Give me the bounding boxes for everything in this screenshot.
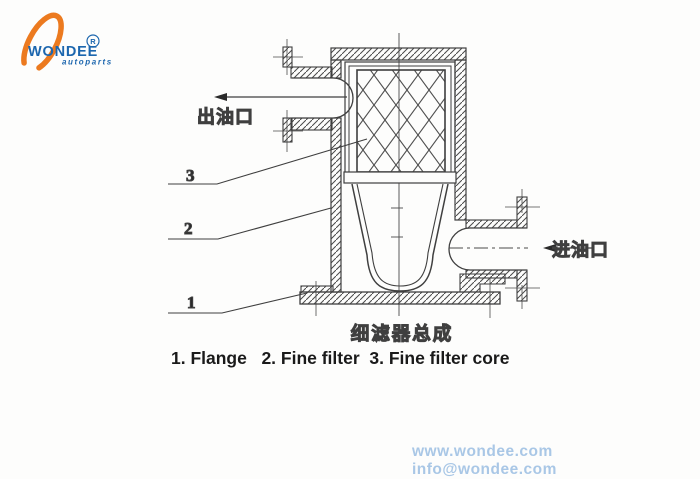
caption-cn: 细滤器总成 <box>351 323 454 345</box>
outlet-pipe-bottom-wall <box>290 117 333 131</box>
svg-text:3: 3 <box>186 166 195 185</box>
housing-left-wall <box>330 117 342 293</box>
svg-text:R: R <box>90 37 96 46</box>
outlet-pipe-bore <box>292 77 354 119</box>
callout-1: 1 <box>168 292 308 314</box>
center-marks <box>391 207 403 238</box>
logo-brand-text: WONDEE <box>28 44 98 60</box>
inlet-pipe-top-wall <box>465 219 518 229</box>
outlet-label: 出油口 <box>197 106 254 127</box>
filter-cup <box>351 183 449 292</box>
callout-2: 2 <box>168 207 332 240</box>
core-support-plate <box>343 171 457 184</box>
inlet-label: 进油口 <box>552 239 609 260</box>
bottom-flange <box>299 291 501 305</box>
callout-3: 3 <box>168 138 368 186</box>
inlet-arrow <box>543 244 593 252</box>
outlet-port <box>273 39 354 152</box>
caption-en: 1. Flange 2. Fine filter 3. Fine filter … <box>171 348 510 368</box>
flange-bolt-centerlines <box>315 278 491 318</box>
website-link[interactable]: www.wondee.com <box>412 443 553 460</box>
filter-core-mesh <box>356 69 446 173</box>
housing-bottom-right-step <box>459 273 506 293</box>
outlet-pipe-top-wall <box>290 66 333 79</box>
email-link[interactable]: info@wondee.com <box>412 461 557 478</box>
outlet-arrow <box>214 93 347 101</box>
inlet-flange-centerlines <box>505 189 540 309</box>
footer: www.wondee.com info@wondee.com <box>412 443 700 479</box>
registered-mark-icon: R <box>86 34 100 48</box>
logo-swoosh-icon <box>21 12 64 74</box>
filter-assembly-drawing: 出油口 进油口 3 2 1 细滤器总成 <box>168 33 609 346</box>
svg-text:1: 1 <box>187 293 196 312</box>
svg-text:2: 2 <box>184 219 193 238</box>
outlet-flange-centerlines <box>273 39 303 152</box>
inlet-pipe-bore <box>448 227 527 271</box>
cover-plate <box>330 47 467 61</box>
bottom-flange-lip <box>300 285 334 293</box>
outlet-flange-bottom <box>282 117 293 143</box>
wondee-logo: WONDEE R autoparts <box>21 12 113 74</box>
housing-right-wall <box>454 59 467 221</box>
drawing-body: 出油口 进油口 3 2 1 细滤器总成 <box>168 33 609 346</box>
logo-sub-text: autoparts <box>62 58 113 67</box>
